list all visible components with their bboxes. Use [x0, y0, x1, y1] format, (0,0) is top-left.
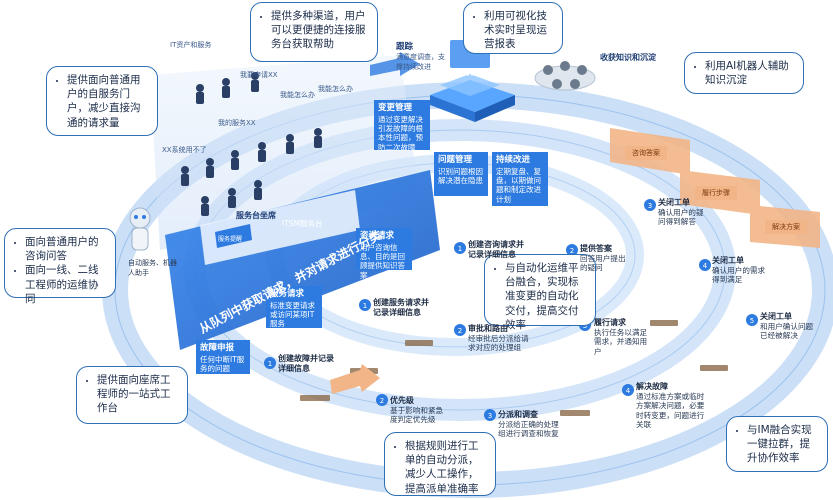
box-body: 识别问题根因解决潜在隐患 [438, 166, 483, 185]
label-brand: 服务提醒 [218, 236, 243, 243]
step-priority: 优先级 基于影响和紧急度判定优先级 [390, 396, 444, 425]
callout-text: 提供面向座席工程师的一站式工作台 [97, 373, 179, 416]
ai-robot-table-icon [534, 61, 596, 91]
step-close-incident: 关闭工单 和用户确认问题已经被解决 [760, 312, 814, 341]
box-problem-management: 问题管理 识别问题根因解决潜在隐患 [434, 152, 488, 196]
callout-text: 提供多种渠道，用户可以更便捷的连接服务台获取帮助 [271, 9, 369, 52]
callout-text: 面向普通用户的咨询问答 [25, 235, 107, 263]
label-track: 跟踪 [396, 42, 414, 52]
label-knowledge-sink: 收获知识和沉淀 [600, 53, 656, 62]
callout-visualization: 利用可视化技术实时呈现运营报表 [463, 2, 563, 54]
step-resolve-incident: 解决故障 通过标准方案或临时方案解决问题，必要时转变更，问题进行关联 [636, 382, 705, 430]
svg-text:1: 1 [363, 302, 367, 310]
box-body: 用户咨询信息、目的是回顾提供知识答案 [360, 242, 405, 280]
flag-solution: 解决方案 [765, 220, 807, 234]
svg-text:3: 3 [488, 412, 492, 420]
robot-assistant-icon [129, 207, 151, 251]
svg-text:3: 3 [648, 202, 652, 210]
callout-auto-dispatch: 根据规则进行工单的自动分派，减少人工操作，提高派单准确率 [384, 432, 496, 496]
brand-bar [215, 224, 252, 248]
bubble-label: 我的服务XX [218, 119, 256, 127]
bubble-label: 我能怎么办 [280, 91, 315, 99]
step-fulfill-request: 履行请求 执行任务以满足需求，并通知用户 [594, 318, 648, 356]
label-it-assets: IT资产和服务 [170, 41, 212, 49]
flow-arrow [370, 52, 420, 76]
step-approval-routing: 审批和路由 经审批后分派给请求对应的处理组 [468, 324, 529, 353]
svg-text:3: 3 [583, 322, 587, 330]
svg-text:2: 2 [380, 397, 384, 405]
callout-text: 提供面向普通用户的自服务门户，减少直接沟通的请求量 [67, 73, 149, 130]
callout-robot: 面向普通用户的咨询问答 面向一线、二线工程师的运维协同 [4, 228, 116, 305]
box-title: 故障申报 [200, 343, 235, 353]
box-service-request: 服务请求 标准变更请求或访问某项IT服务 [266, 286, 322, 328]
box-consult-request: 咨询请求 用户咨询信息、目的是回顾提供知识答案 [356, 228, 412, 280]
agents-group [181, 72, 322, 216]
step-dispatch-investigate: 分派和调查 分派给正确的处理组进行调查和恢复 [498, 410, 559, 439]
bubble-label: XX系统用不了 [162, 146, 207, 154]
step-close-consult: 关闭工单 确认用户的疑问得到解答 [658, 198, 704, 227]
svg-text:2: 2 [570, 247, 574, 255]
bubble-label: 我能怎么办 [318, 85, 353, 93]
flag-steps: 履行步骤 [695, 186, 737, 200]
svg-text:2: 2 [458, 327, 462, 335]
callout-self-service: 提供面向普通用户的自服务门户，减少直接沟通的请求量 [46, 66, 158, 136]
box-title: 变更管理 [378, 103, 413, 113]
step-provide-answer: 提供答案 回答用户提出的疑问 [580, 244, 626, 273]
box-body: 通过变更解决引发故障的根本性问题，预防二次故障 [378, 114, 423, 152]
callout-text: 与自动化运维平台融合，实现标准变更的自动化交付，提高交付效率 [505, 261, 587, 332]
itsm-portal-panel [165, 170, 440, 350]
flag-answer: 咨询答案 [625, 146, 667, 160]
callout-ai-knowledge: 利用AI机器人辅助知识沉淀 [684, 52, 804, 94]
svg-text:1: 1 [268, 360, 272, 368]
box-title: 咨询请求 [360, 231, 395, 241]
label-itsm-workbench: ITSM服务台 [282, 219, 323, 228]
step-close-service: 关闭工单 确认用户的需求得到满足 [712, 256, 766, 285]
box-title: 服务请求 [270, 289, 305, 299]
callout-im-integration: 与IM融合实现一键拉群，提升协作效率 [726, 416, 828, 472]
label-service-workbench: 服务台坐席 [236, 211, 276, 220]
label-robot: 自动服务、机器人助手 [128, 259, 177, 277]
callout-automation: 与自动化运维平台融合，实现标准变更的自动化交付，提高交付效率 [484, 254, 596, 331]
step-create-incident: 创建故障并记录详细信息 [278, 354, 334, 373]
callout-text: 利用可视化技术实时呈现运营报表 [484, 9, 554, 52]
callout-text: 根据规则进行工单的自动分派，减少人工操作，提高派单准确率 [405, 439, 487, 496]
svg-text:4: 4 [626, 387, 631, 395]
box-title: 问题管理 [438, 155, 473, 165]
data-platform-icon [430, 40, 515, 122]
orange-arrow [330, 364, 380, 394]
box-body: 任何中断IT服务的问题 [200, 354, 245, 373]
step-create-consult: 创建咨询请求并记录详细信息 [468, 240, 524, 259]
callout-text: 利用AI机器人辅助知识沉淀 [705, 59, 795, 87]
callout-text: 与IM融合实现一键拉群，提升协作效率 [747, 423, 819, 466]
svg-text:5: 5 [750, 317, 754, 325]
box-change-management: 变更管理 通过变更解决引发故障的根本性问题，预防二次故障 [374, 100, 430, 152]
box-incident-report: 故障申报 任何中断IT服务的问题 [196, 340, 250, 374]
box-body: 标准变更请求或访问某项IT服务 [270, 300, 315, 329]
portal-screen [200, 190, 360, 265]
svg-text:4: 4 [703, 262, 708, 270]
bubble-label: 我要申请XX [240, 71, 278, 79]
box-continuous-improvement: 持续改进 定期复盘、复盘，以期做问题和制定改进计划 [492, 152, 548, 206]
step-create-service: 创建服务请求并记录详细信息 [373, 298, 429, 317]
callout-multi-channel: 提供多种渠道，用户可以更便捷的连接服务台获取帮助 [250, 2, 378, 62]
label-track-desc: 满意度调查，支撑持续改进 [396, 53, 445, 71]
callout-one-stop: 提供面向座席工程师的一站式工作台 [76, 366, 188, 424]
step-marker-numbers: 1 1 1 2 2 2 3 3 3 4 4 5 [268, 202, 754, 420]
callout-text: 面向一线、二线工程师的运维协同 [25, 263, 107, 306]
box-body: 定期复盘、复盘，以期做问题和制定改进计划 [496, 166, 541, 204]
box-title: 持续改进 [496, 155, 531, 165]
label-dashboard: 运营仪表盘 [456, 69, 491, 77]
svg-text:1: 1 [458, 245, 462, 253]
